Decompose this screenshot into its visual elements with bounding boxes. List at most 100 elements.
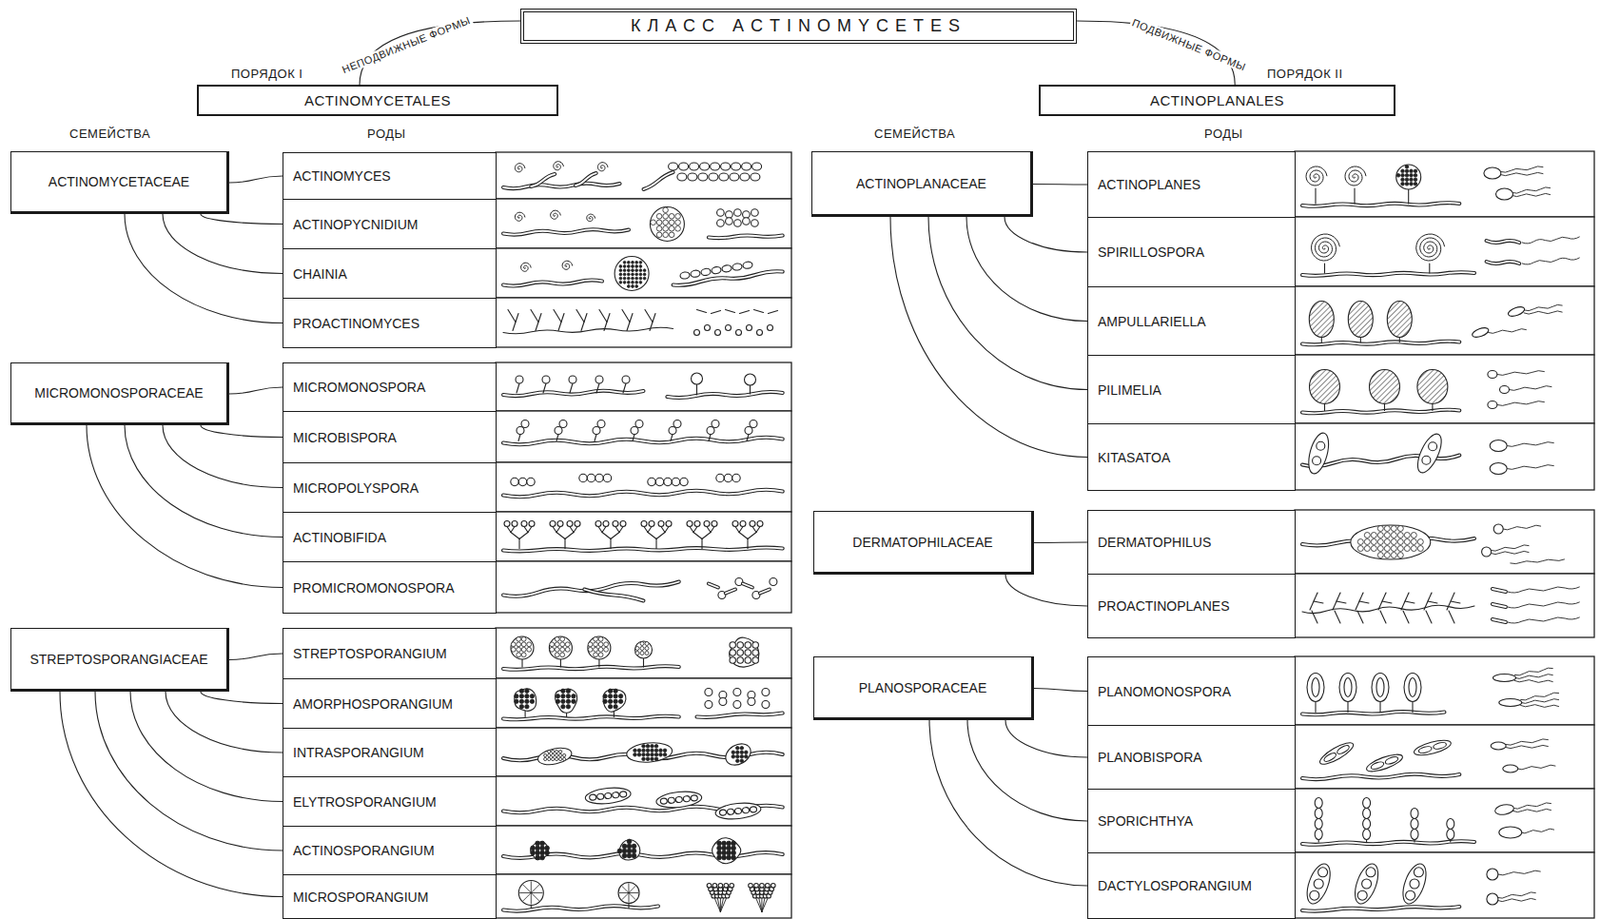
filament-line: [514, 163, 525, 173]
spore-circle: [1413, 867, 1424, 878]
filament-line: [655, 539, 657, 549]
spore-circle: [1397, 539, 1404, 546]
box-label: ACTINOMYCETALES: [304, 92, 451, 109]
hypha-outline: [1302, 774, 1460, 780]
filament-line: [696, 384, 698, 395]
filament-line: [619, 526, 624, 533]
drawing-cell: [495, 248, 792, 298]
genus-cell: INTRASPORANGIUM: [282, 727, 497, 778]
spore-circle: [668, 232, 675, 238]
filament-line: [1504, 744, 1548, 748]
spore-circle: [1422, 455, 1431, 465]
sporangium-oval: [719, 809, 727, 817]
spore-circle: [613, 699, 618, 703]
spore-circle: [1397, 546, 1404, 552]
filament-line: [507, 310, 516, 323]
branch-connector: [966, 216, 1088, 322]
box-label: КЛАСС ACTINOMYCETES: [630, 16, 967, 37]
spore-circle: [554, 427, 563, 435]
spore-circle: [1362, 878, 1372, 889]
spore-circle: [639, 269, 643, 273]
genus-cell: PROACTINOPLANES: [1087, 573, 1296, 639]
spore-circle: [1390, 546, 1397, 552]
drawing-cell: [1294, 286, 1595, 355]
spore-circle: [647, 477, 656, 486]
filament-line: [1517, 764, 1556, 770]
spore-circle: [521, 521, 527, 527]
branch-connector: [162, 214, 283, 274]
spore-circle: [510, 642, 516, 647]
drawing-cell: [495, 561, 792, 613]
spore-circle: [744, 755, 749, 760]
genus-cell: SPIRILLOSPORA: [1087, 216, 1296, 288]
spore-circle: [642, 757, 646, 761]
branch-connector: [165, 691, 283, 753]
sporangium-oval: [1482, 546, 1492, 557]
branch-connector: [124, 425, 283, 538]
spore-circle: [663, 477, 672, 486]
spore-circle: [560, 646, 566, 652]
genus-cell: KITASATOA: [1087, 423, 1296, 491]
organism-drawings: [495, 151, 1595, 918]
filament-line: [1306, 166, 1327, 186]
filament-line: [711, 311, 722, 314]
sporangium-blob: [555, 688, 578, 713]
filament-line: [503, 327, 674, 333]
spore-circle: [726, 845, 732, 851]
spore-circle: [518, 477, 527, 486]
spore-circle: [547, 753, 551, 757]
spore-circle: [626, 853, 632, 859]
hypha-core: [1302, 906, 1460, 912]
spore-circle: [1409, 182, 1414, 187]
spore-circle: [619, 269, 623, 273]
spore-circle: [612, 521, 619, 527]
sporangium-oval: [1314, 819, 1323, 830]
filament-line: [599, 310, 607, 323]
hypha-core: [503, 547, 783, 552]
spore-circle: [626, 839, 632, 844]
spore-circle: [631, 280, 635, 284]
spore-circle: [603, 521, 609, 527]
box-label: PROACTINOPLANES: [1097, 598, 1230, 614]
filament-line: [1523, 304, 1562, 311]
spore-circle: [565, 694, 570, 699]
spore-circle: [675, 226, 682, 233]
spore-circle: [516, 636, 522, 642]
sporangium-oval: [1489, 440, 1507, 452]
spore-circle: [740, 521, 746, 527]
hypha-outline: [503, 582, 680, 597]
sporangium-oval: [740, 173, 750, 181]
sporangium-oval: [708, 173, 719, 181]
spore-circle: [706, 427, 715, 435]
hypha-outline: [725, 589, 736, 594]
spore-circle: [1413, 182, 1418, 187]
sporangium-oval: [667, 797, 676, 804]
sporangium-oval: [1412, 737, 1453, 759]
branch-connector: [200, 691, 283, 704]
spore-circle: [510, 636, 534, 660]
spore-circle: [630, 427, 639, 435]
sporangium-oval: [1506, 305, 1526, 319]
spore-circle: [736, 755, 741, 760]
spore-circle: [623, 280, 626, 284]
spore-circle: [1397, 532, 1404, 539]
filament-line: [1507, 617, 1580, 624]
branch-connector: [928, 216, 1088, 391]
drawing-cell: [495, 678, 792, 728]
spore-circle: [626, 265, 630, 269]
sporangium-oval: [1410, 819, 1419, 830]
sporangium-oval: [1339, 673, 1357, 703]
sporangium-oval: [1410, 829, 1419, 840]
sporangium-oval: [584, 785, 631, 806]
box-label: ACTINOPLANALES: [1150, 92, 1285, 109]
drawing-cell: [495, 776, 792, 826]
spore-circle: [554, 646, 560, 652]
hypha-core: [503, 665, 680, 670]
sporangium-blob: [712, 838, 742, 864]
spore-circle: [559, 749, 563, 753]
spore-circle: [622, 375, 630, 384]
box-label: INTRASPORANGIUM: [292, 744, 425, 761]
spore-circle: [607, 694, 612, 699]
hypha-outline: [1486, 240, 1521, 243]
spore-circle: [663, 226, 669, 233]
